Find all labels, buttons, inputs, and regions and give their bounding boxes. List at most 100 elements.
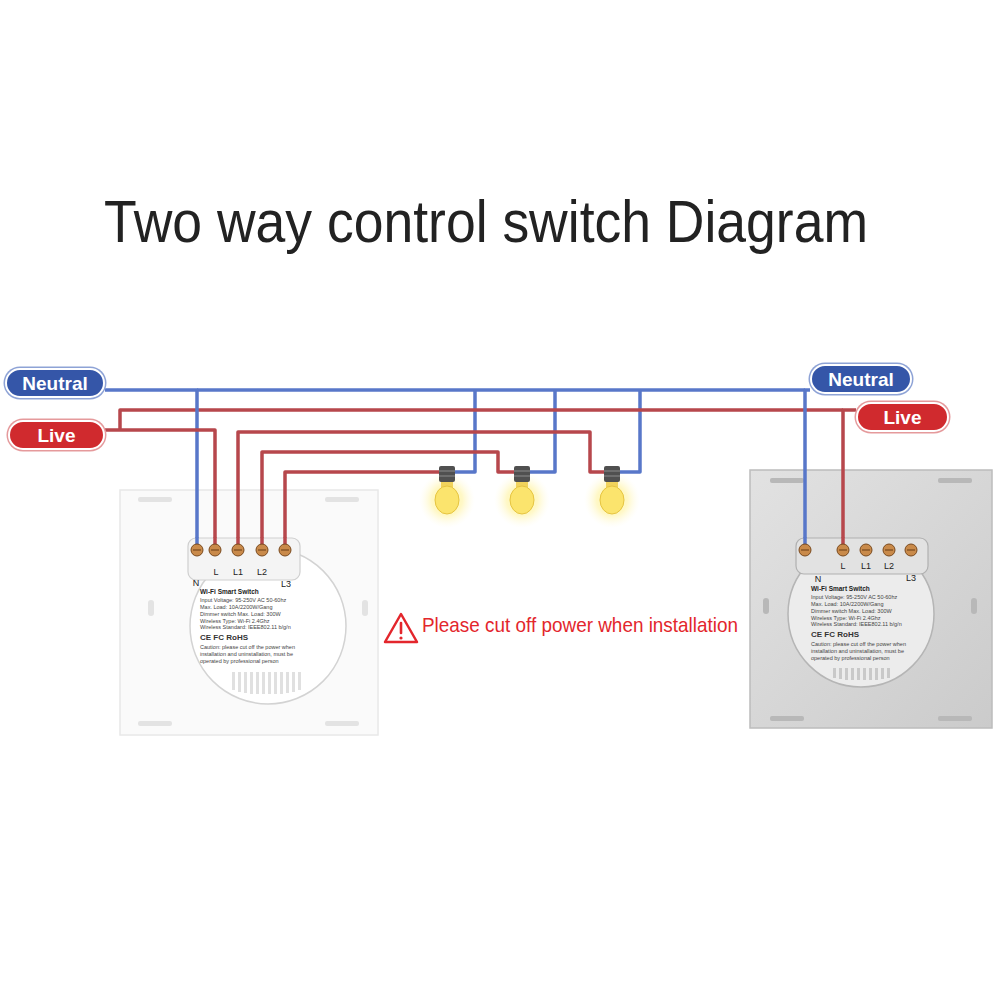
lamp-bulb [435,486,459,514]
caution-note: Caution: please cut off the power when i… [811,641,915,662]
vent-slat [244,672,247,693]
vent-slat [839,668,842,679]
smart-switch-module: Wi-Fi Smart SwitchInput Voltage: 95-250V… [186,538,348,706]
vent-slat [280,672,283,694]
socket-ridge [604,471,620,476]
vent-slat [863,668,866,680]
plate-slot [325,497,359,502]
plate-slot [138,497,172,502]
wire-tag-text: Live [883,408,921,427]
plate-face [120,490,378,735]
vent-slat [887,668,890,678]
switched-live-wire [262,452,514,540]
terminal-label: L [840,562,845,571]
neutral-wire [197,388,805,392]
terminal-label: L1 [233,568,243,577]
switched-live-wire [285,472,439,540]
warning-note: Please cut off power when installation [422,614,738,635]
neutral-wire [620,390,640,472]
vent-slat [881,668,884,679]
module-print: Wi-Fi Smart SwitchInput Voltage: 95-250V… [811,585,915,662]
caution-note: Caution: please cut off the power when i… [200,644,315,665]
vent-slat [232,672,235,690]
terminal-label: L3 [281,580,291,589]
vent-slat [869,668,872,680]
spec-line: Input Voltage: 95-250V AC 50-60hz [811,594,915,601]
left-wall-plate [120,490,378,735]
neutral-tag: Neutral [5,368,105,398]
vent-slat [857,668,860,680]
vent-slat [292,672,295,692]
vent-slat [256,672,259,694]
live-connector [843,410,856,538]
plate-slot [138,721,172,726]
plate-slot [938,716,972,721]
wire-tag-text: Live [37,426,75,445]
module-print: Wi-Fi Smart SwitchInput Voltage: 95-250V… [200,588,315,665]
terminal-label: L1 [861,562,871,571]
terminal-label: L3 [906,574,916,583]
lamp-bulb [510,486,534,514]
plate-hole [971,598,977,614]
plate-slot [770,478,804,483]
spec-line: Input Voltage: 95-250V AC 50-60hz [200,597,315,604]
socket-ridge [439,471,455,476]
lamp-socket [439,466,455,482]
live-wire [120,410,843,430]
vent-slat [833,668,836,678]
screw-slot [193,549,915,550]
right-vent-grille [833,668,890,680]
spec-line: Wireless Type: Wi-Fi 2.4Ghz [200,618,315,625]
vent-slat [262,672,265,694]
terminal-label: N [815,575,822,584]
spec-line: Wireless Standard: IEEE802.11 b/g/n [811,621,915,628]
spec-line: Max. Load: 10A/2200W/Gang [200,604,315,611]
certification-marks: CE FC RoHS [200,633,315,643]
spec-line: Dimmer switch Max. Load: 300W [811,608,915,615]
terminal-screws [191,544,917,556]
right-wall-plate [750,470,992,728]
spec-line: Dimmer switch Max. Load: 300W [200,611,315,618]
vent-slat [845,668,848,680]
vent-slat [286,672,289,693]
terminal-block [188,538,300,580]
neutral-connector [105,390,197,538]
vent-slat [274,672,277,694]
plate-hole [148,600,154,616]
warning-bar [400,623,403,633]
vent-slat [298,672,301,690]
plate-slot [938,478,972,483]
lamp [494,466,550,528]
terminal-block [796,538,928,574]
neutral-tag: Neutral [810,364,912,394]
plate-face [750,470,992,728]
plate-slot [325,721,359,726]
socket-ridge [514,471,530,476]
lamp-socket [604,466,620,482]
live-tag: Live [8,420,105,450]
live-tag: Live [856,402,949,432]
plate-slot [770,716,804,721]
spec-line: Wireless Type: Wi-Fi 2.4Ghz [811,615,915,622]
terminal-label: L2 [257,568,267,577]
vent-slat [875,668,878,680]
wires [120,390,843,540]
lamp [584,466,640,528]
terminal-label: L2 [884,562,894,571]
left-vent-grille [232,672,301,694]
spec-line: Wireless Standard: IEEE802.11 b/g/n [200,624,315,631]
screw-slots [193,549,915,550]
terminal-stubs [197,537,843,546]
live-connector [105,430,215,538]
spec-line: Max. Load: 10A/2200W/Gang [811,601,915,608]
diagram-title: Two way control switch Diagram [104,192,868,252]
vent-slat [250,672,253,694]
vent-slat [238,672,241,692]
neutral-connector [805,390,810,538]
plate-hole [362,600,368,616]
wire-tag-text: Neutral [22,374,87,393]
